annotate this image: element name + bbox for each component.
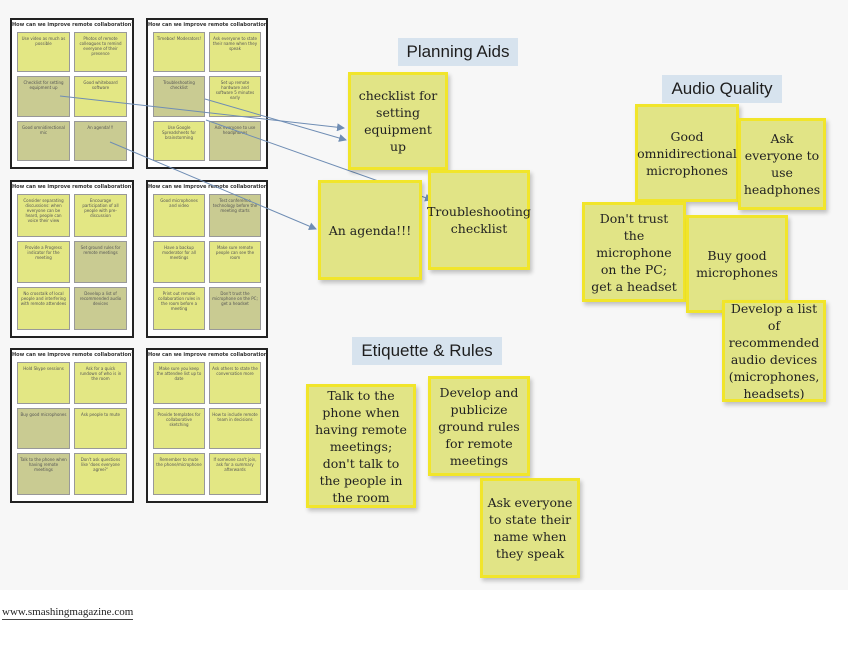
mini-note: Encourage participation of all people wi… [74,194,127,237]
mini-note: Good microphones and video [153,194,205,237]
sheet-title: How can we improve remote collaboration? [12,352,132,358]
source-credit: www.smashingmagazine.com [2,606,134,620]
arrow-checklist-source [204,98,347,142]
mini-note: Provide templates for collaborative sket… [153,407,205,450]
idea-sheet-6: How can we improve remote collaboration?… [146,348,268,503]
note-troubleshooting-checklist: Troubleshooting checklist [427,170,531,270]
sheet-title: How can we improve remote collaboration? [12,184,132,190]
idea-sheet-5: How can we improve remote collaboration?… [10,348,134,503]
mini-note: Test conference technology before the me… [209,194,261,237]
mini-note: Have a backup moderator for all meetings [153,240,205,284]
mini-note: Set ground rules for remote meetings [74,240,127,284]
mini-note: Make sure remote people can see the room [209,240,261,284]
idea-sheet-2: How can we improve remote collaboration?… [146,18,268,169]
idea-sheet-1: How can we improve remote collaboration?… [10,18,134,169]
mini-note: Good omnidirectional mic [17,120,70,161]
mini-note: An agenda!!! [74,120,127,161]
mini-note: Ask everyone to use headphones [209,120,261,161]
mini-note: Develop a list of recommended audio devi… [74,287,127,330]
audio-quality-header: Audio Quality [662,75,782,103]
mini-note: Ask others to state the conversation mor… [209,362,261,404]
sheet-title: How can we improve remote collaboration? [148,22,266,28]
affinity-board: How can we improve remote collaboration?… [10,18,826,578]
note-audio-devices-list: Develop a list of recommended audio devi… [722,300,826,402]
mini-note: Consider separating discussions: when ev… [17,194,70,237]
note-checklist-equipment: checklist for setting equipment up [348,72,448,170]
note-get-headset: Don't trust the microphone on the PC; ge… [582,202,686,302]
mini-note: Hold Skype sessions [17,362,70,404]
idea-sheet-3: How can we improve remote collaboration?… [10,180,134,338]
mini-note: Photos of remote colleagues to remind ev… [74,32,127,73]
mini-note: Troubleshooting checklist [153,76,205,117]
note-omnidirectional-mics: Good omnidirectional microphones [635,104,739,202]
mini-note: Provide a Progress indicator for the mee… [17,240,70,284]
note-ground-rules: Develop and publicize ground rules for r… [428,376,530,476]
arrow-agenda [109,141,317,230]
sheet-title: How can we improve remote collaboration? [148,184,266,190]
idea-sheet-4: How can we improve remote collaboration?… [146,180,268,338]
arrow-equipment [59,95,345,132]
mini-note: Use Google Spreadsheets for brainstormin… [153,120,205,161]
mini-note: No crosstalk of local people and interfe… [17,287,70,330]
mini-note: Buy good microphones [17,407,70,450]
etiquette-rules-header: Etiquette & Rules [352,337,502,365]
mini-note: Print out remote collaboration rules in … [153,287,205,330]
mini-note: Make sure you keep the attendee list up … [153,362,205,404]
mini-note: Don't ask questions like 'does everyone … [74,453,127,495]
mini-note: How to include remote team in decisions [209,407,261,450]
mini-note: Timebox! Moderators! [153,32,205,73]
mini-note: If someone can't join, ask for a summary… [209,453,261,495]
mini-note: Remember to mute the phone/microphone [153,453,205,495]
note-agenda: An agenda!!! [318,180,422,280]
note-use-headphones: Ask everyone to use headphones [738,118,826,210]
note-buy-microphones: Buy good microphones [686,215,788,313]
mini-note: Ask people to mute [74,407,127,450]
planning-aids-header: Planning Aids [398,38,518,66]
mini-note: Ask everyone to state their name when th… [209,32,261,73]
note-talk-to-phone: Talk to the phone when having remote mee… [306,384,416,508]
mini-note: Good whiteboard software [74,76,127,117]
mini-note: Ask for a quick rundown of who is in the… [74,362,127,404]
sheet-title: How can we improve remote collaboration? [12,22,132,28]
mini-note: Talk to the phone when having remote mee… [17,453,70,495]
mini-note: Use video as much as possible [17,32,70,73]
sheet-title: How can we improve remote collaboration? [148,352,266,358]
mini-note: Set up remote hardware and software 5 mi… [209,76,261,117]
note-state-name: Ask everyone to state their name when th… [480,478,580,578]
mini-note: Don't trust the microphone on the PC; ge… [209,287,261,330]
